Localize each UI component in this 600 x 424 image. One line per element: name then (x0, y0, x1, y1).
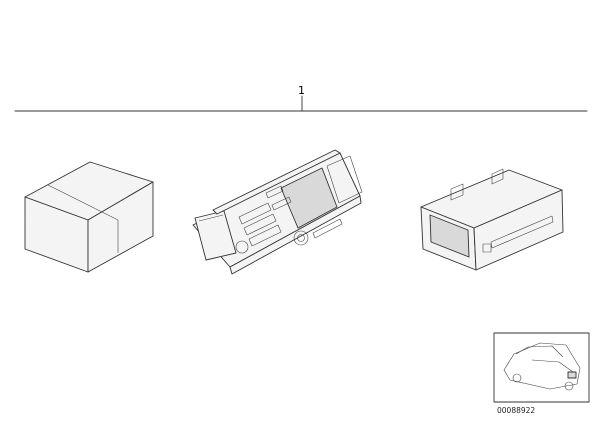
vehicle-thumbnail: 00088922 (493, 332, 590, 415)
reference-number: 00088922 (497, 406, 535, 415)
radio-receiver-unit-icon[interactable] (420, 168, 564, 271)
display-screen (280, 167, 338, 229)
volume-knob-icon (235, 240, 249, 254)
radio-control-panel-icon[interactable] (192, 149, 363, 275)
callout-number[interactable]: 1 (298, 84, 305, 97)
vehicle-sedan-icon (503, 342, 581, 391)
thumbnail-frame (493, 332, 590, 403)
tuning-knob-icon (293, 230, 309, 246)
callout-group: 1 (14, 84, 588, 112)
packaging-box-icon[interactable] (24, 161, 154, 273)
